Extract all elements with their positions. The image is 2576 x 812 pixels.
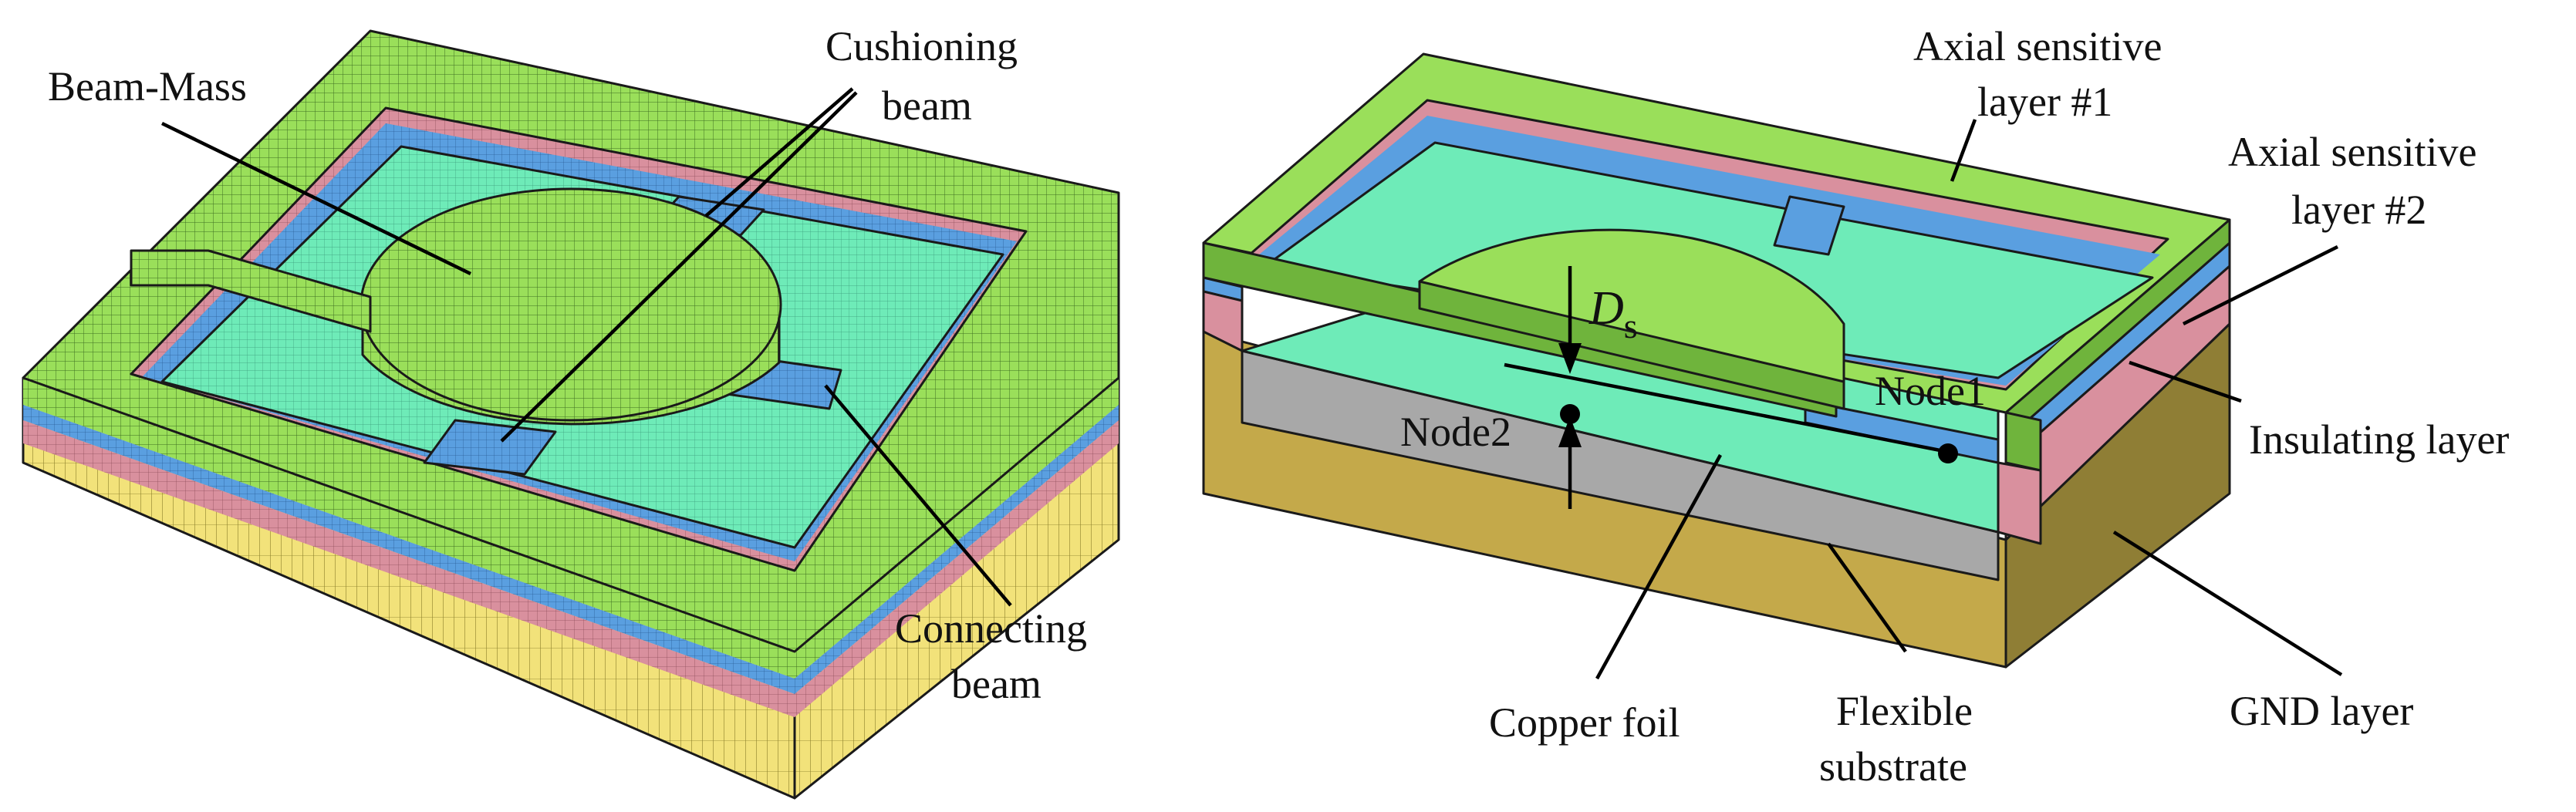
leader-axial1 <box>1950 119 1977 182</box>
leader-copper <box>1595 453 1722 680</box>
label-connecting-line1: Connecting <box>895 605 1087 652</box>
left-pink-band-front <box>23 420 795 717</box>
leader-connecting-beam <box>824 384 1012 607</box>
left-green-band-right <box>795 378 1119 679</box>
label-flexible-line2: substrate <box>1819 743 1967 790</box>
leader-axial2 <box>2182 244 2339 326</box>
left-beam-arm <box>130 249 372 333</box>
right-mass-half-disc <box>1418 228 1845 387</box>
ds-arrow-top-head <box>1558 343 1582 374</box>
right-layer-model <box>1202 52 2231 669</box>
left-blue-band-right <box>795 405 1119 694</box>
label-ds: Ds <box>1588 282 1638 345</box>
leader-flexible <box>1827 542 1907 653</box>
right-insulating-front <box>1997 461 2042 545</box>
left-mesh-model <box>22 29 1120 800</box>
ds-arrow-bottom-head <box>1558 416 1582 447</box>
label-cushioning-line1: Cushioning <box>825 23 1018 69</box>
right-cushion-block <box>1773 195 1845 256</box>
left-pink-band-right <box>795 420 1119 717</box>
leader-gnd <box>2112 531 2343 676</box>
label-connecting-line2: beam <box>951 661 1042 707</box>
label-axial2-line2: layer #2 <box>2291 187 2426 233</box>
label-axial2-line1: Axial sensitive <box>2228 129 2476 175</box>
leader-cushioning-bottom <box>500 91 858 443</box>
leader-cushioning-top <box>704 87 854 217</box>
left-cushioning-beam-bottom <box>423 419 557 476</box>
left-mass-disc-top <box>360 187 782 422</box>
right-left-pink-strip <box>1202 290 1244 352</box>
label-flexible-line1: Flexible <box>1836 688 1973 734</box>
label-node2: Node2 <box>1400 409 1511 455</box>
label-copper-foil: Copper foil <box>1489 699 1680 746</box>
label-beam-mass: Beam-Mass <box>48 63 247 110</box>
right-mass-front-face <box>1418 280 1845 410</box>
ds-reference-line <box>1504 362 1953 455</box>
right-frame-post <box>2004 411 2042 472</box>
left-blue-band-front <box>23 405 795 694</box>
leader-insulating <box>2129 360 2242 403</box>
label-cushioning-line2: beam <box>882 83 972 129</box>
label-axial1-line1: Axial sensitive <box>1913 23 2162 69</box>
node2-marker <box>1560 404 1580 424</box>
label-gnd: GND layer <box>2230 688 2413 734</box>
label-axial1-line2: layer #1 <box>1977 79 2112 125</box>
label-node1: Node1 <box>1875 368 1986 414</box>
leader-beam-mass <box>161 121 471 276</box>
label-insulating: Insulating layer <box>2249 416 2509 463</box>
node1-marker <box>1938 443 1958 463</box>
left-green-band-front <box>23 378 795 679</box>
